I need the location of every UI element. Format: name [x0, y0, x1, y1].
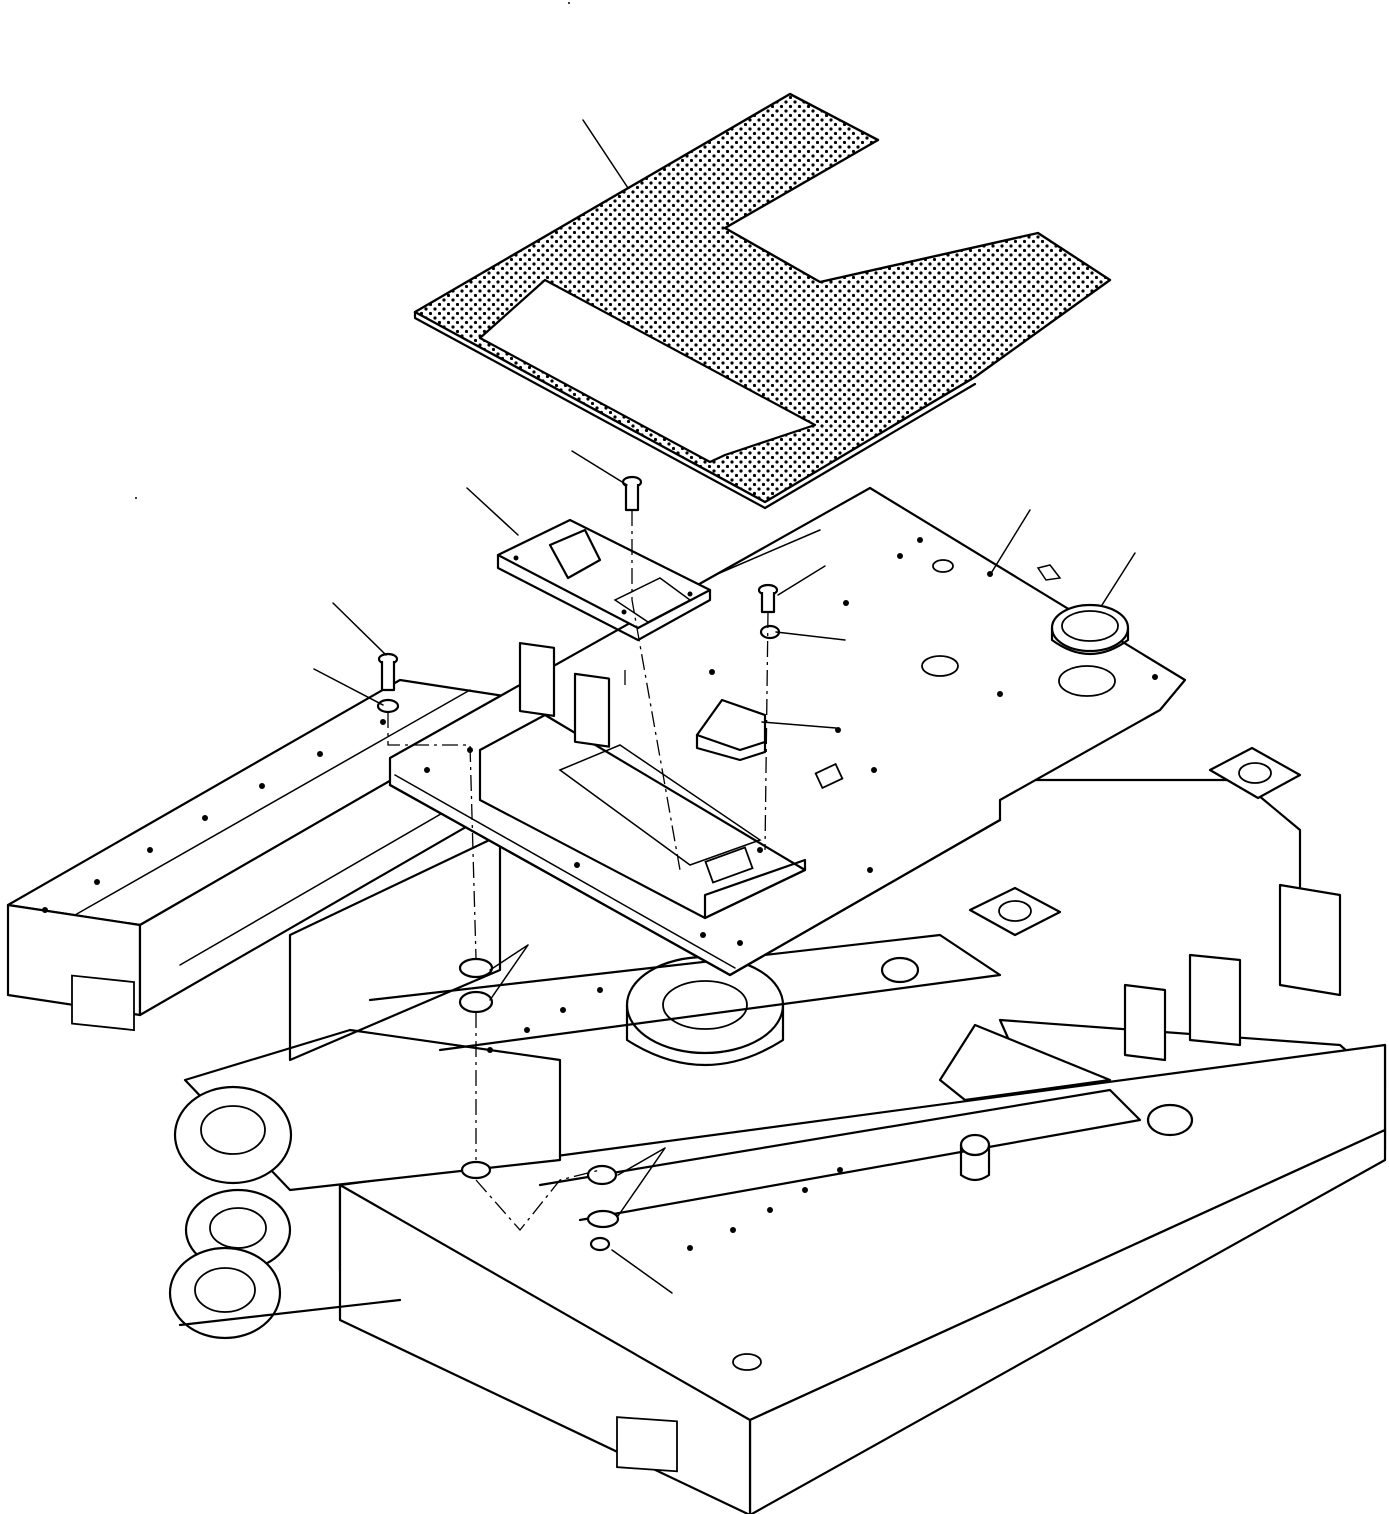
- leader-bracket: [466, 487, 519, 536]
- mounting-bolts: [376, 475, 781, 714]
- mount-block: [695, 698, 767, 762]
- floor-mat: [413, 92, 1112, 510]
- boom-foot-lugs: [168, 1028, 562, 1340]
- assembly-lines: [387, 510, 769, 1232]
- scan-mark: [135, 497, 137, 499]
- bolt-mid: [757, 583, 781, 640]
- control-bracket: [496, 518, 712, 748]
- scan-mark: [568, 2, 570, 4]
- floor-plate: [388, 486, 1187, 977]
- leader-washer-mid: [775, 631, 846, 641]
- leader-boot-ring: [1101, 552, 1136, 606]
- leader-washer-left: [313, 668, 384, 706]
- frame-ribs: [288, 778, 1342, 1222]
- boot-ring: [1050, 603, 1130, 656]
- front-frame-beam: [338, 1043, 1387, 1514]
- swing-circle: [625, 955, 785, 1067]
- bolt-top: [621, 475, 643, 512]
- frame-holes: [42, 719, 843, 1251]
- leader-bolt-top: [571, 450, 628, 486]
- leader-mounts-lower: [617, 1147, 666, 1217]
- callout-leaders: [313, 119, 1136, 1294]
- bolt-left: [376, 652, 400, 714]
- leader-bolt-mid: [777, 565, 826, 596]
- leader-block: [761, 721, 837, 729]
- leader-frame: [714, 529, 821, 576]
- mount-flanges: [968, 746, 1302, 937]
- leader-nut: [611, 1249, 673, 1294]
- leader-bolt-left: [332, 602, 387, 656]
- leader-mounts-upper: [489, 944, 529, 1001]
- leader-floor-plate: [989, 509, 1031, 576]
- leader-floor-mat: [582, 119, 629, 189]
